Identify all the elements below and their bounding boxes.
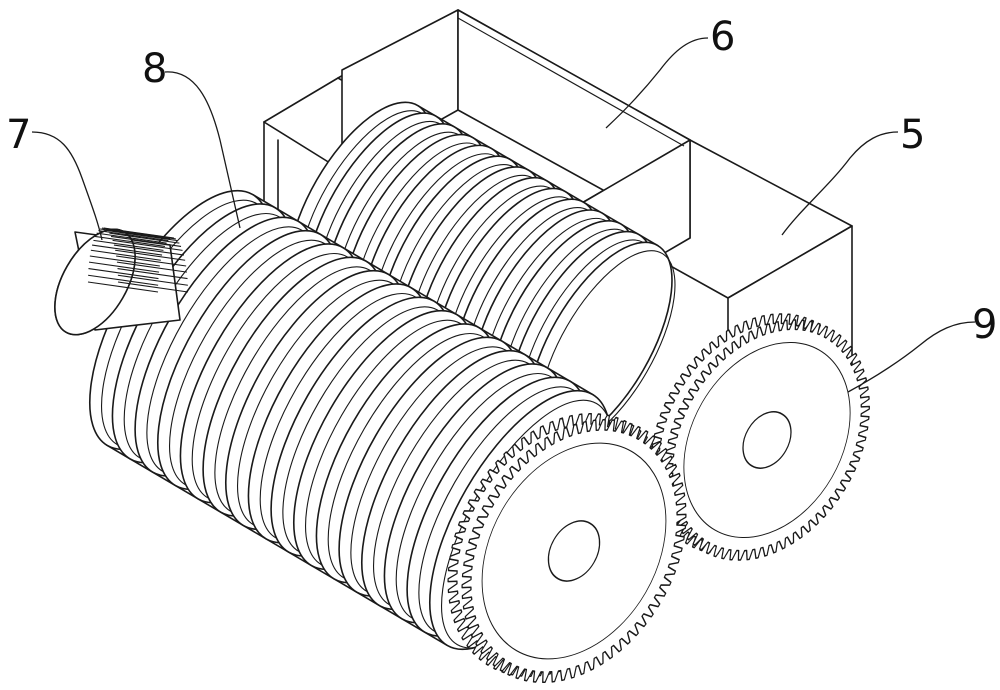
label-6: 6 bbox=[710, 14, 735, 60]
leader-8 bbox=[164, 71, 241, 229]
leader-lines bbox=[31, 37, 976, 393]
label-7: 7 bbox=[6, 112, 31, 158]
shaft-spline bbox=[109, 232, 180, 244]
shaft-spline bbox=[89, 255, 160, 267]
shaft-spline bbox=[107, 230, 178, 242]
shaft-spline bbox=[117, 274, 188, 286]
shaft-spline bbox=[96, 232, 167, 244]
shaft-spline bbox=[88, 268, 159, 280]
hopper-rim-line bbox=[457, 17, 685, 147]
shaft-spline bbox=[105, 228, 176, 240]
leader-5 bbox=[781, 131, 899, 236]
gear-back-hub-hole bbox=[742, 411, 792, 469]
shaft-spline bbox=[94, 235, 166, 247]
shaft-spline bbox=[117, 268, 188, 280]
splined-shaft bbox=[54, 227, 189, 336]
gear-back bbox=[650, 313, 870, 561]
shaft-spline bbox=[110, 235, 182, 247]
label-8: 8 bbox=[142, 46, 167, 92]
gear-back-web bbox=[683, 341, 851, 539]
shaft-spline bbox=[87, 281, 159, 293]
housing-left-rim bbox=[263, 121, 339, 169]
shaft-spline bbox=[91, 244, 163, 256]
leader-7 bbox=[31, 131, 103, 241]
shaft-spline bbox=[98, 230, 169, 242]
shaft-spline bbox=[103, 227, 175, 239]
shaft-spline bbox=[88, 274, 159, 286]
shaft-spline bbox=[93, 239, 164, 251]
housing-left-edge bbox=[263, 77, 339, 123]
shaft-spline bbox=[116, 255, 187, 267]
shaft-spline bbox=[113, 244, 185, 256]
shaft-spline bbox=[116, 261, 188, 273]
shaft-spline bbox=[88, 261, 160, 273]
leader-9 bbox=[847, 321, 976, 393]
gear-front-web bbox=[481, 442, 667, 660]
shaft-spline bbox=[117, 281, 189, 293]
label-5: 5 bbox=[900, 112, 925, 158]
shaft-spline bbox=[90, 249, 161, 261]
leader-6 bbox=[605, 37, 709, 129]
gear-front-hub-hole bbox=[547, 520, 601, 582]
shaft-spline bbox=[115, 249, 186, 261]
shaft-spline bbox=[100, 228, 171, 240]
gear-front bbox=[447, 412, 687, 684]
label-9: 9 bbox=[972, 302, 997, 348]
shaft-spline bbox=[112, 239, 183, 251]
